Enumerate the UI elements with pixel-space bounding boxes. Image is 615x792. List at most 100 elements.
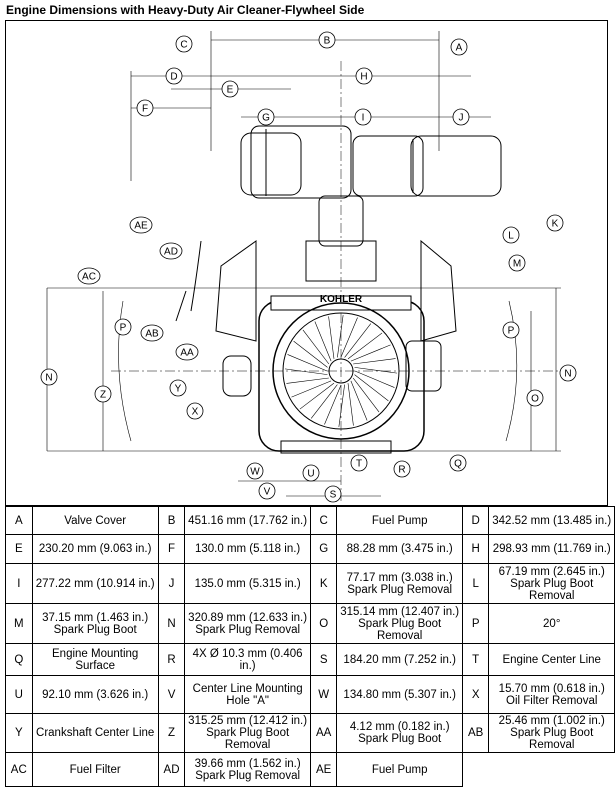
callout-label-r: R [398, 465, 405, 476]
dimension-value: 135.0 mm (5.315 in.) [184, 563, 311, 604]
dimension-key: L [461, 563, 490, 604]
dimension-value: 451.16 mm (17.762 in.) [184, 506, 311, 535]
callout-label-a: A [456, 43, 463, 54]
dimension-value: 92.10 mm (3.626 in.) [31, 675, 159, 714]
callout-circle [452, 108, 470, 126]
fan-blade [285, 368, 328, 375]
dimension-key: Q [5, 643, 33, 676]
callout-label-i: I [362, 113, 365, 124]
callout-label-ad: AD [164, 247, 178, 258]
callout-label-w: W [250, 467, 260, 478]
dimension-value: 315.14 mm (12.407 in.) Spark Plug Boot R… [336, 603, 463, 644]
fan-blade [354, 370, 395, 388]
dimension-value: Center Line Mounting Hole "A" [184, 675, 311, 714]
dimension-value: 315.25 mm (12.412 in.) Spark Plug Boot R… [184, 713, 311, 753]
fan-blade [291, 380, 332, 398]
callout-circle [526, 389, 544, 407]
fan-blade [353, 358, 396, 365]
dimension-key: AC [5, 752, 33, 787]
dimension-value: 342.52 mm (13.485 in.) [488, 506, 615, 535]
fan-blade [338, 384, 345, 427]
fan-blade [350, 344, 391, 362]
callout-label-o: O [531, 394, 539, 405]
dimension-value: Fuel Filter [31, 752, 159, 787]
callout-label-aa: AA [180, 348, 194, 359]
callout-circle [302, 464, 320, 482]
callout-circle [136, 99, 154, 117]
callout-label-p: P [120, 323, 127, 334]
callout-label-n: N [564, 369, 571, 380]
dimension-value: 184.20 mm (7.252 in.) [336, 643, 463, 676]
dimension-key: AB [461, 713, 490, 753]
callout-label-x: X [192, 407, 199, 418]
fan-blade [350, 380, 368, 421]
dimension-value: 277.22 mm (10.914 in.) [31, 563, 159, 604]
dimension-key: B [157, 506, 186, 535]
page-title: Engine Dimensions with Heavy-Duty Air Cl… [6, 3, 365, 17]
dimension-value: 134.80 mm (5.307 in.) [336, 675, 463, 714]
callout-circle [350, 454, 368, 472]
fan-blade [354, 374, 389, 402]
fan-blade [324, 384, 342, 425]
fan-blade [287, 354, 328, 372]
dimension-key: Y [5, 713, 33, 753]
dimension-key: J [157, 563, 186, 604]
callout-circle [159, 242, 183, 260]
dimension-key: U [5, 675, 33, 714]
dimension-key: H [461, 534, 490, 564]
callout-label-f: F [142, 104, 148, 115]
callout-circle [324, 485, 342, 503]
fan-blade [337, 315, 344, 358]
callout-label-ab: AB [145, 329, 159, 340]
dimension-key: A [5, 506, 33, 535]
fan-blade [344, 323, 372, 358]
callout-label-b: B [324, 36, 331, 47]
dimension-value: 4.12 mm (0.182 in.) Spark Plug Boot [336, 713, 463, 753]
callout-label-y: Y [175, 384, 182, 395]
callout-label-u: U [307, 469, 314, 480]
dimension-key: M [5, 603, 33, 644]
dimension-value: 25.46 mm (1.002 in.) Spark Plug Boot Rem… [488, 713, 615, 753]
callout-circle [175, 343, 199, 361]
callout-label-h: H [360, 72, 367, 83]
dimension-key: O [309, 603, 338, 644]
empty-cell [462, 753, 614, 787]
callout-circle [140, 324, 164, 342]
dimension-key: K [309, 563, 338, 604]
fan-blade [302, 329, 330, 365]
dimension-key: W [309, 675, 338, 714]
dimension-value: 298.93 mm (11.769 in.) [488, 534, 615, 564]
callout-circle [559, 364, 577, 382]
callout-label-l: L [508, 231, 514, 242]
dimension-value: Engine Mounting Surface [31, 643, 159, 676]
callout-circle [94, 385, 112, 403]
callout-label-ac: AC [82, 272, 96, 283]
dimension-key: R [157, 643, 186, 676]
fan-blade [293, 340, 328, 368]
dimension-key: G [309, 534, 338, 564]
fan-blade [310, 384, 338, 419]
callout-label-n: N [45, 373, 52, 384]
callout-circle [258, 482, 276, 500]
callout-circle [508, 254, 526, 272]
callout-circle [502, 321, 520, 339]
callout-circle [393, 460, 411, 478]
dimension-value: 67.19 mm (2.645 in.) Spark Plug Boot Rem… [488, 563, 615, 604]
callout-label-p: P [508, 326, 515, 337]
dimension-key: E [5, 534, 33, 564]
dimension-value: Valve Cover [31, 506, 159, 535]
dimension-value: Crankshaft Center Line [31, 713, 159, 753]
callout-circle [355, 67, 373, 85]
fan-blade [347, 383, 354, 426]
dimension-value: Fuel Pump [336, 752, 463, 787]
dimension-value: 230.20 mm (9.063 in.) [31, 534, 159, 564]
callout-circle [165, 67, 183, 85]
